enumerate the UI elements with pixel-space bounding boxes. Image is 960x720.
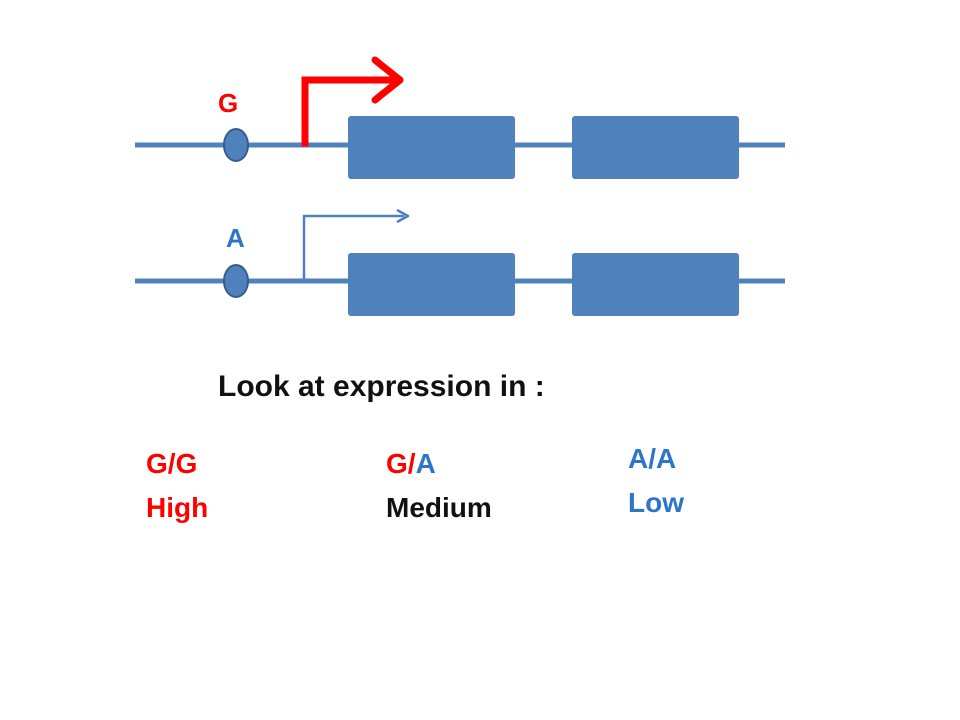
genotype-gg-second: G (175, 448, 198, 479)
expression-level-low: Low (628, 487, 684, 518)
expression-level-high: High (146, 492, 209, 523)
expression-heading: Look at expression in : (218, 370, 545, 403)
promoter-arrow-strong (301, 76, 402, 147)
exon-bottom-2 (572, 253, 739, 316)
gene-a-allele (135, 208, 785, 316)
snp-marker-bottom (223, 264, 249, 298)
expression-level-medium: Medium (386, 492, 492, 523)
snp-marker-top (223, 128, 249, 162)
allele-label-a: A (226, 223, 245, 253)
gene-g-allele (135, 56, 785, 179)
promoter-arrow-strong-head (371, 56, 404, 104)
exon-bottom-1 (348, 253, 515, 316)
genotype-label-gg: G/G (146, 450, 197, 478)
genotype-aa-first: A/A (628, 443, 677, 474)
genotype-label-aa: A/A (628, 445, 676, 473)
allele-label-g: G (218, 88, 239, 118)
promoter-arrow-weak-head (396, 208, 410, 224)
genotype-gg-first: G/ (146, 448, 176, 479)
promoter-arrow-weak (302, 214, 404, 281)
genotype-ga-first: G/ (386, 448, 416, 479)
exon-top-1 (348, 116, 515, 179)
exon-top-2 (572, 116, 739, 179)
genotype-label-ga: G/A (386, 450, 436, 478)
genotype-ga-second: A (415, 448, 436, 479)
